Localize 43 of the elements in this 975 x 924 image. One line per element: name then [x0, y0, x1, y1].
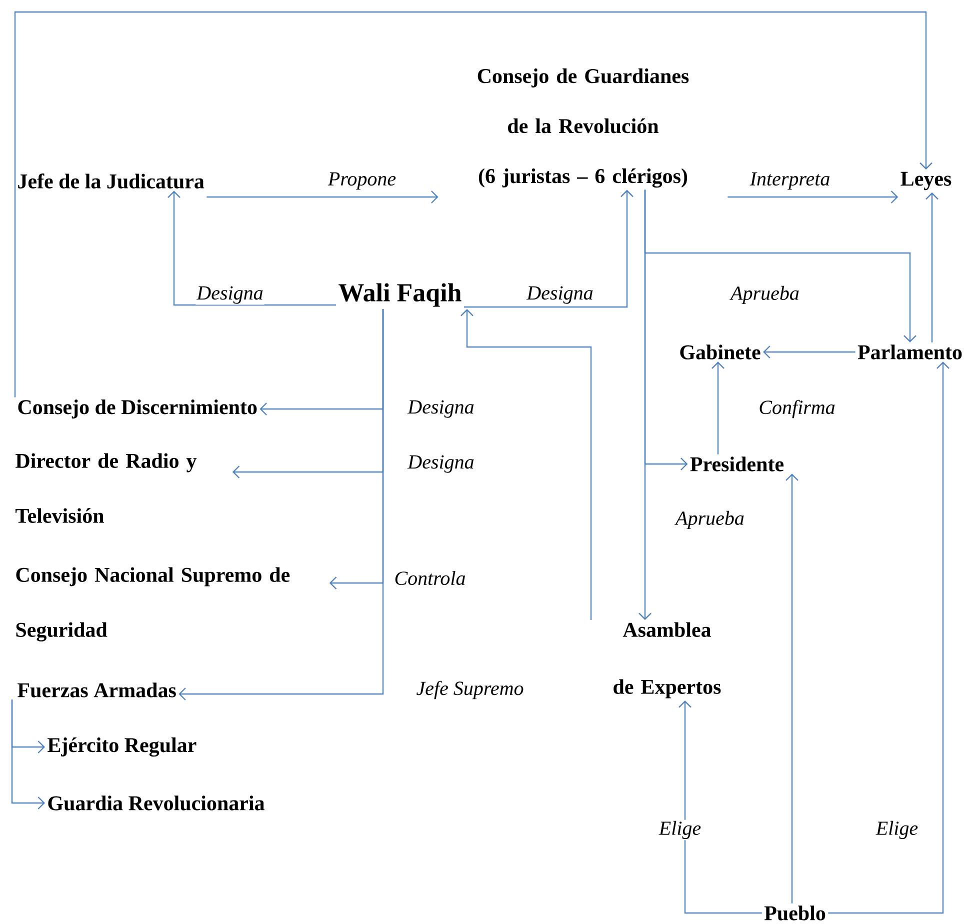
edge-label: Elige	[874, 820, 920, 840]
edge-label: Confirma	[758, 398, 836, 420]
arrow	[712, 362, 724, 454]
arrow	[464, 190, 634, 308]
edge-label: Aprueba	[729, 284, 800, 306]
node-text: Guardia Revolucionaria	[48, 796, 264, 810]
arrow	[763, 346, 856, 358]
arrow	[178, 309, 384, 700]
arrow	[728, 190, 898, 204]
node-text: Leyes	[900, 172, 952, 190]
node-text: Director de Radio y Televisión	[16, 453, 197, 523]
arrow	[206, 190, 438, 204]
edge-label: Designa	[526, 285, 594, 305]
node-text: Fuerzas Armadas	[18, 682, 176, 698]
node-text: Parlamento	[858, 344, 962, 360]
node-text: Wali Faqih	[338, 283, 462, 307]
edge-label: Designa	[406, 454, 476, 474]
node-text: Gabinete	[680, 344, 760, 360]
arrow	[168, 190, 336, 306]
node-text: Ejército Regular	[48, 737, 196, 757]
edge-label: Interpreta	[748, 171, 832, 191]
node-text: Jefe de la Judicatura	[18, 173, 204, 189]
edge-label: Elige	[658, 820, 702, 840]
arrow	[828, 362, 950, 914]
edge-label: Designa	[196, 285, 264, 305]
edge-label: Designa	[406, 399, 476, 419]
arrow	[926, 192, 938, 342]
node-text: Consejo de Guardianes de la Revolución (6 juristas – 6 clérigos)	[478, 68, 689, 188]
edge-label: Controla	[393, 570, 467, 586]
arrow	[11, 700, 45, 810]
edge-label: Propone	[326, 171, 398, 191]
node-text: Presidente	[690, 456, 784, 472]
edge-label: Aprueba	[674, 510, 746, 530]
edge-label: Jefe Supremo	[415, 680, 525, 700]
node-text: Consejo Nacional Supremo de Seguridad	[16, 567, 290, 642]
arrow	[786, 474, 798, 904]
arrow	[14, 11, 932, 398]
arrow	[678, 700, 762, 914]
node-text: Consejo de Discernimiento	[18, 399, 257, 419]
node-text: Asamblea de Expertos	[614, 622, 721, 698]
arrow	[638, 190, 652, 620]
node-text: Pueblo	[764, 906, 826, 920]
arrow	[460, 308, 592, 620]
